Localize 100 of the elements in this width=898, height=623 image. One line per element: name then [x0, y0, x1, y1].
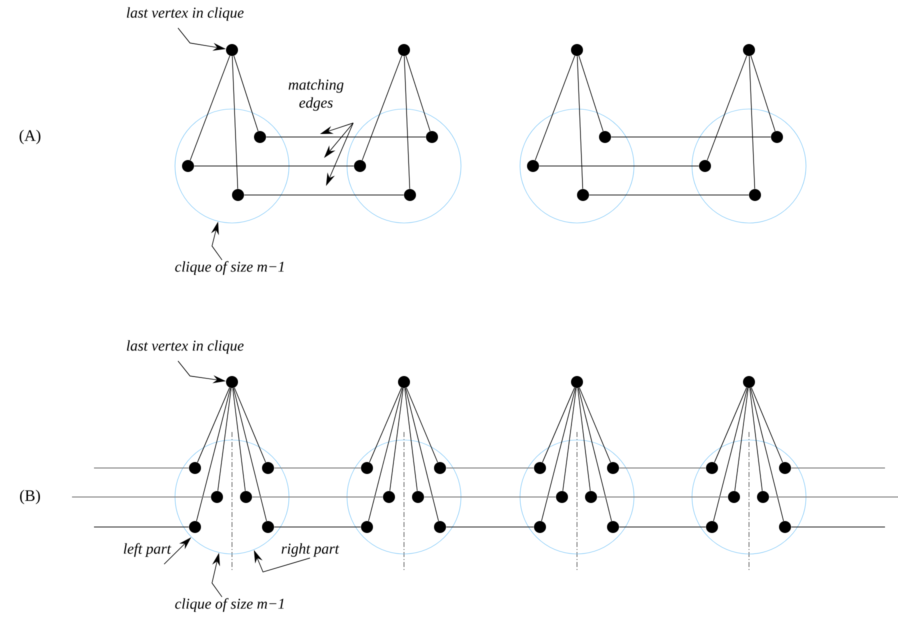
vertex-dot — [779, 521, 791, 533]
vertex-dot — [571, 44, 583, 56]
graph-edge — [234, 56, 258, 132]
vertex-dot — [434, 521, 446, 533]
vertex-dot — [189, 521, 201, 533]
vertex-dot — [527, 160, 539, 172]
vertex-dot — [434, 462, 446, 474]
annotation-text: matching edges — [288, 79, 344, 111]
graph-edge — [404, 388, 418, 492]
graph-edge — [714, 387, 747, 463]
clique-circle — [692, 108, 806, 224]
panel-label: (A) — [20, 130, 40, 144]
horizontal-line — [768, 496, 898, 498]
graph-edge — [578, 56, 604, 132]
vertex-dot — [226, 376, 238, 388]
graph-edge — [232, 56, 238, 190]
horizontal-line — [94, 526, 190, 528]
graph-edge — [369, 387, 402, 463]
vertex-dot — [398, 44, 410, 56]
clique-circle — [520, 440, 634, 554]
annotation-text: clique of size m−1 — [175, 261, 284, 275]
vertex-dot — [779, 462, 791, 474]
annotation-text: right part — [282, 543, 340, 557]
graph-edge — [244, 194, 404, 196]
graph-edge — [405, 388, 439, 522]
graph-edge — [406, 387, 438, 463]
graph-edge — [542, 387, 575, 463]
graph-edge — [750, 56, 776, 132]
graph-edge — [706, 55, 748, 161]
vertex-dot — [585, 491, 597, 503]
vertex-dot — [571, 376, 583, 388]
vertex-dot — [262, 521, 274, 533]
graph-edge — [541, 388, 576, 522]
clique-circle — [520, 108, 634, 224]
graph-edge — [190, 55, 230, 161]
vertex-dot — [706, 521, 718, 533]
horizontal-line — [424, 496, 556, 498]
vertex-dot — [404, 189, 416, 201]
graph-edge — [197, 387, 230, 463]
vertex-dot — [706, 462, 718, 474]
vertex-dot — [254, 131, 266, 143]
graph-edge — [588, 194, 750, 196]
clique-circle — [346, 440, 462, 554]
vertex-dot — [240, 491, 252, 503]
annotation-text: last vertex in clique — [126, 7, 244, 21]
horizontal-line — [596, 496, 728, 498]
vertex-dot — [361, 462, 373, 474]
graph-edge — [233, 388, 267, 522]
vertex-dot — [599, 131, 611, 143]
graph-edge — [217, 388, 232, 492]
graph-edge — [749, 388, 763, 492]
graph-edge — [406, 56, 430, 132]
vertex-dot — [743, 44, 755, 56]
graph-edge — [578, 388, 612, 522]
clique-circle — [174, 108, 290, 224]
vertex-dot — [728, 491, 740, 503]
vertex-dot — [534, 521, 546, 533]
clique-circle — [346, 108, 462, 224]
graph-edge — [534, 55, 576, 161]
annotation-text: last vertex in clique — [126, 340, 244, 354]
vertex-dot — [189, 462, 201, 474]
graph-edge — [446, 526, 534, 528]
horizontal-line — [72, 496, 212, 498]
annotation-text: clique of size m−1 — [175, 598, 284, 612]
graph-edge — [232, 388, 246, 492]
clique-circle — [692, 440, 806, 554]
graph-edge — [713, 388, 748, 522]
graph-edge — [562, 388, 577, 492]
vertex-dot — [361, 521, 373, 533]
graph-edge — [734, 388, 749, 492]
vertex-dot — [749, 189, 761, 201]
vertex-dot — [354, 160, 366, 172]
panel-label: (B) — [20, 490, 40, 504]
vertex-dot — [398, 376, 410, 388]
horizontal-line — [790, 526, 886, 528]
graph-edge — [748, 56, 756, 190]
graph-edge — [196, 388, 231, 522]
vertex-dot — [699, 160, 711, 172]
graph-edge — [751, 387, 783, 463]
graph-edge — [266, 136, 426, 138]
annotation-text: left part — [124, 543, 172, 557]
graph-edge — [404, 56, 410, 190]
graph-edge — [362, 55, 402, 161]
graph-edge — [577, 388, 591, 492]
vertex-dot — [383, 491, 395, 503]
vertex-dot — [426, 131, 438, 143]
vertex-dot — [771, 131, 783, 143]
vertex-dot — [607, 521, 619, 533]
graph-edge — [610, 136, 772, 138]
graph-edge — [618, 526, 706, 528]
vertex-dot — [232, 189, 244, 201]
horizontal-line — [252, 496, 384, 498]
vertex-dot — [262, 462, 274, 474]
vertex-dot — [607, 462, 619, 474]
vertex-dot — [743, 376, 755, 388]
vertex-dot — [534, 462, 546, 474]
vertex-dot — [412, 491, 424, 503]
graph-edge — [274, 526, 362, 528]
graph-edge — [576, 56, 584, 190]
vertex-dot — [226, 44, 238, 56]
